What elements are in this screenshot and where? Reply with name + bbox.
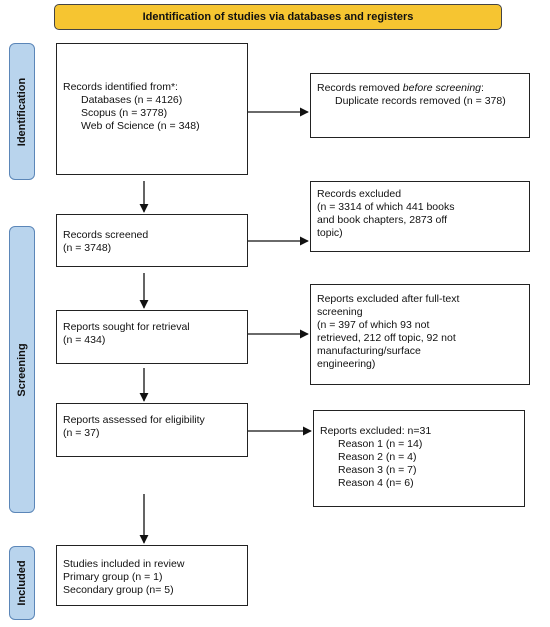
reason-4: Reason 4 (n= 6) [338, 477, 414, 489]
records-excluded-line-2: (n = 3314 of which 441 books [317, 201, 455, 213]
studies-included-label: Studies included in review [63, 558, 185, 570]
reason-2: Reason 2 (n = 4) [338, 451, 417, 463]
reports-assessed-label: Reports assessed for eligibility [63, 414, 205, 426]
records-identified-box: Records identified from*: Databases (n =… [56, 43, 248, 175]
duplicates-removed: Duplicate records removed (n = 378) [335, 95, 506, 107]
records-screened-box: Records screened (n = 3748) [56, 214, 248, 267]
fulltext-line-3: (n = 397 of which 93 not [317, 319, 430, 331]
reason-1: Reason 1 (n = 14) [338, 438, 423, 450]
header-banner: Identification of studies via databases … [54, 4, 502, 30]
records-excluded-line-3: and book chapters, 2873 off [317, 214, 447, 226]
reports-excluded-reasons-box: Reports excluded: n=31 Reason 1 (n = 14)… [313, 410, 525, 507]
primary-group-count: Primary group (n = 1) [63, 571, 163, 583]
records-excluded-line-1: Records excluded [317, 188, 402, 200]
reasons-title: Reports excluded: n=31 [320, 425, 432, 437]
header-title: Identification of studies via databases … [142, 11, 414, 23]
fulltext-line-5: manufacturing/surface [317, 345, 421, 357]
fulltext-line-2: screening [317, 306, 363, 318]
scopus-count: Scopus (n = 3778) [81, 107, 168, 119]
reports-sought-box: Reports sought for retrieval (n = 434) [56, 310, 248, 364]
records-excluded-box: Records excluded (n = 3314 of which 441 … [310, 181, 530, 252]
phase-included: Included [9, 546, 35, 620]
phase-identification: Identification [9, 43, 35, 180]
fulltext-line-4: retrieved, 212 off topic, 92 not [317, 332, 456, 344]
records-screened-label: Records screened [63, 229, 149, 241]
records-identified-title: Records identified from*: [63, 81, 178, 93]
reports-excluded-fulltext-box: Reports excluded after full-text screeni… [310, 284, 530, 385]
fulltext-line-6: engineering) [317, 358, 376, 370]
reports-assessed-box: Reports assessed for eligibility (n = 37… [56, 403, 248, 457]
studies-included-box: Studies included in review Primary group… [56, 545, 248, 606]
reason-3: Reason 3 (n = 7) [338, 464, 417, 476]
reports-assessed-count: (n = 37) [63, 427, 100, 439]
records-excluded-line-4: topic) [317, 227, 343, 239]
wos-count: Web of Science (n = 348) [81, 120, 200, 132]
reports-sought-count: (n = 434) [63, 334, 106, 346]
databases-count: Databases (n = 4126) [81, 94, 183, 106]
secondary-group-count: Secondary group (n= 5) [63, 584, 174, 596]
fulltext-line-1: Reports excluded after full-text [317, 293, 460, 305]
phase-screening: Screening [9, 226, 35, 513]
records-screened-count: (n = 3748) [63, 242, 112, 254]
records-removed-title: Records removed before screening: [317, 82, 484, 94]
records-removed-box: Records removed before screening: Duplic… [310, 73, 530, 138]
reports-sought-label: Reports sought for retrieval [63, 321, 190, 333]
